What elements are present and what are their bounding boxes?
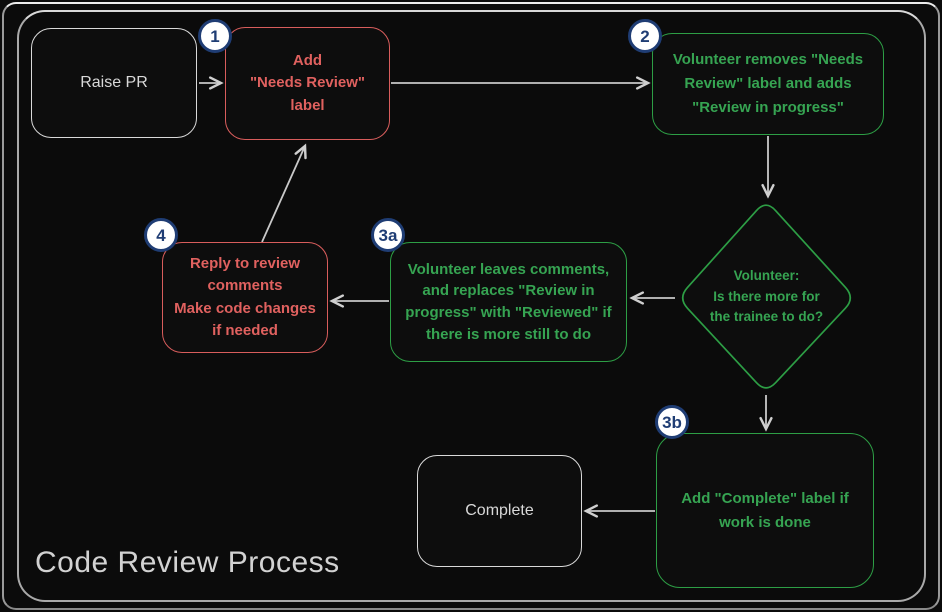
node-volunteer-leaves-comments: Volunteer leaves comments, and replaces … [390,242,627,362]
node-reply-to-review-text: Reply to review comments Make code chang… [174,254,316,340]
decision-diamond-shape [681,204,852,389]
node-add-complete-label: Add "Complete" label if work is done [656,433,874,588]
step-badge-3a: 3a [371,218,405,252]
node-complete-label: Complete [465,502,534,519]
step-badge-4: 4 [144,218,178,252]
node-reply-to-review: Reply to review comments Make code chang… [162,242,328,353]
node-decision-label: Volunteer: Is there more for the trainee… [709,267,824,325]
node-complete: Complete [417,455,582,567]
step-badge-3b: 3b [655,405,689,439]
node-volunteer-removes: Volunteer removes "Needs Review" label a… [652,33,884,135]
step-badge-1: 1 [198,19,232,53]
step-badge-2: 2 [628,19,662,53]
node-add-complete-label-text: Add "Complete" label if work is done [681,489,849,531]
node-add-needs-review-text: Add "Needs Review" label [249,51,366,114]
node-raise-pr-label: Raise PR [80,74,148,91]
arrow-reply-to-add-needs-review [261,143,307,243]
node-volunteer-leaves-comments-text: Volunteer leaves comments, and replaces … [405,260,612,343]
node-raise-pr: Raise PR [31,28,197,138]
diagram-title: Code Review Process [35,546,340,579]
node-add-needs-review-label: Add "Needs Review" label [225,27,390,140]
node-volunteer-removes-text: Volunteer removes "Needs Review" label a… [672,51,864,116]
